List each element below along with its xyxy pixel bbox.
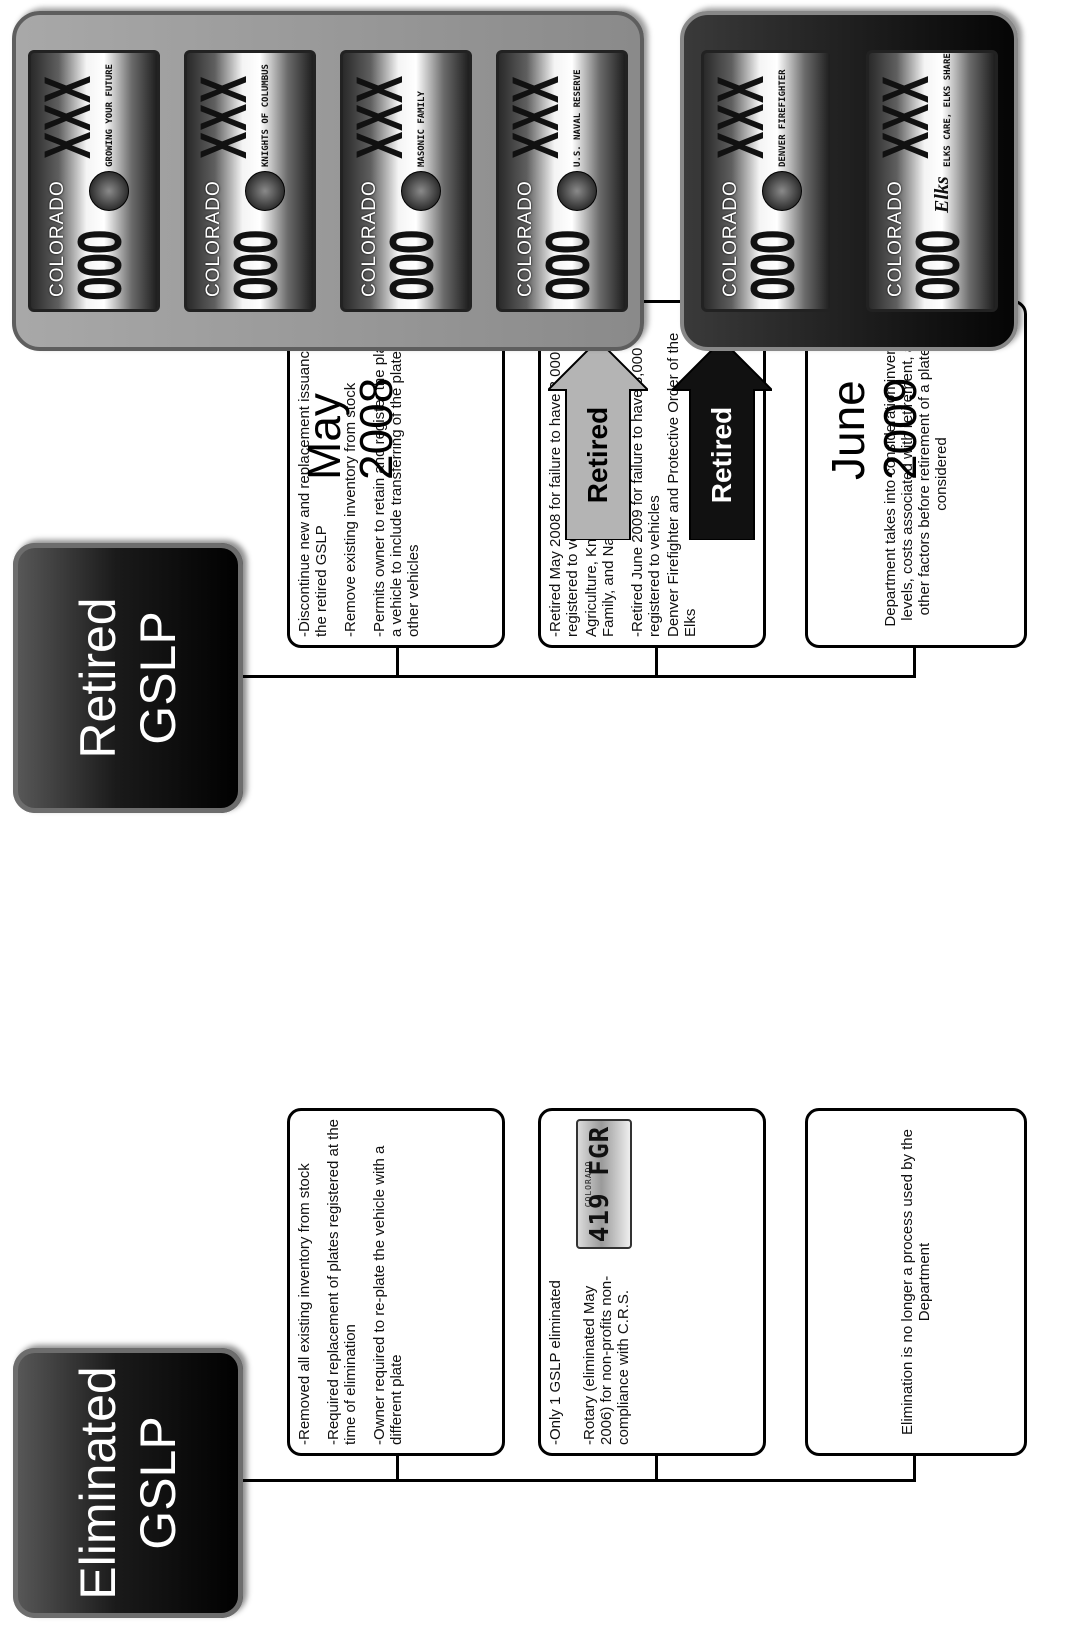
plate-suffix: XXX	[342, 75, 416, 159]
retired-title-line2: GSLP	[130, 611, 186, 745]
eliminated-box-status: Elimination is no longer a process used …	[805, 1108, 1027, 1456]
plate-number: 000	[903, 230, 973, 301]
retired-trunk-line	[243, 675, 916, 678]
eliminated-box-history: -Only 1 GSLP eliminated -Rotary (elimina…	[538, 1108, 766, 1456]
plate-number: 000	[378, 230, 447, 301]
plate-number: 000	[66, 230, 135, 301]
rotary-plate-image: COLORADO 419 FGR	[576, 1119, 632, 1249]
retired-title-line1: Retired	[70, 597, 126, 759]
plate-masonic-family: COLORADO 000 XXX MASONIC FAMILY	[340, 50, 472, 312]
plate-naval-reserve: COLORADO 000 XXX U.S. NAVAL RESERVE	[496, 50, 628, 312]
eliminated-effect-2: -Required replacement of plates register…	[325, 1118, 359, 1445]
rotary-text: -Rotary (eliminated May 2006) for non-pr…	[581, 1275, 632, 1445]
plate-emblem-icon	[557, 171, 597, 211]
plate-elks: COLORADO 000 Elks XXX ELKS CARE, ELKS SH…	[865, 50, 998, 312]
eliminated-trunk-line	[243, 1479, 916, 1482]
eliminated-status-text: Elimination is no longer a process used …	[899, 1129, 933, 1436]
plate-emblem-icon	[245, 171, 285, 211]
date-may-line1: May	[298, 393, 350, 480]
rotary-plate-number: 419 FGR	[585, 1125, 615, 1243]
eliminated-gslp-header: Eliminated GSLP	[13, 1348, 243, 1618]
retired-plates-2008-panel: COLORADO 000 XXX GROWING YOUR FUTURE COL…	[12, 11, 644, 351]
eliminated-only-one: -Only 1 GSLP eliminated	[547, 1280, 564, 1445]
retired-arrow-2008-label: Retired	[582, 406, 613, 504]
date-may-line2: 2008	[350, 377, 402, 480]
eliminated-branch-3	[913, 1456, 916, 1482]
plate-denver-firefighter: COLORADO 000 XXX DENVER FIREFIGHTER	[700, 50, 833, 312]
plate-knights-of-columbus: COLORADO 000 XXX KNIGHTS OF COLUMBUS	[184, 50, 316, 312]
plate-number: 000	[738, 230, 808, 301]
plate-suffix: XXX	[498, 75, 572, 159]
eliminated-branch-1	[396, 1456, 399, 1482]
date-june-line2: 2009	[874, 377, 926, 480]
date-june-line1: June	[822, 380, 874, 480]
plate-number: 000	[222, 230, 291, 301]
plate-emblem-icon	[401, 171, 441, 211]
eliminated-effect-1: -Removed all existing inventory from sto…	[296, 1163, 313, 1445]
plate-number: 000	[534, 230, 603, 301]
retired-branch-3	[913, 648, 916, 678]
plate-suffix: XXX	[702, 75, 777, 159]
plate-emblem-icon	[89, 171, 129, 211]
retired-arrow-2009: Retired	[669, 338, 775, 541]
eliminated-effect-3: -Owner required to re-plate the vehicle …	[371, 1145, 405, 1445]
retired-branch-2	[655, 648, 658, 678]
retired-arrow-2008: Retired	[545, 338, 651, 541]
plate-caption: MASONIC FAMILY	[417, 91, 427, 167]
eliminated-branch-2	[655, 1456, 658, 1482]
retired-gslp-header: Retired GSLP	[13, 543, 243, 813]
plate-suffix: XXX	[186, 75, 260, 159]
eliminated-title-line1: Eliminated	[70, 1366, 126, 1600]
date-june-2009: June 2009	[822, 378, 926, 480]
plate-growing-your-future: COLORADO 000 XXX GROWING YOUR FUTURE	[28, 50, 160, 312]
eliminated-title-line2: GSLP	[130, 1416, 186, 1550]
retired-branch-1	[396, 648, 399, 678]
plate-caption: U.S. NAVAL RESERVE	[573, 69, 583, 167]
date-may-2008: May 2008	[298, 378, 402, 480]
retired-arrow-2008-shape	[545, 338, 651, 541]
plate-suffix: XXX	[867, 75, 942, 159]
plate-caption: DENVER FIREFIGHTER	[777, 69, 788, 167]
retired-arrow-2009-shape	[669, 338, 775, 541]
plate-emblem-elks: Elks	[930, 176, 953, 213]
plate-caption: GROWING YOUR FUTURE	[105, 64, 115, 167]
plate-suffix: XXX	[30, 75, 104, 159]
plate-caption: ELKS CARE, ELKS SHARE	[942, 53, 953, 167]
plate-caption: KNIGHTS OF COLUMBUS	[261, 64, 271, 167]
rotary-row: -Rotary (eliminated May 2006) for non-pr…	[576, 1119, 632, 1445]
plate-emblem-icon	[761, 171, 802, 211]
retired-plates-2009-panel: COLORADO 000 XXX DENVER FIREFIGHTER COLO…	[680, 11, 1018, 351]
retired-arrow-2009-label: Retired	[706, 406, 737, 504]
eliminated-box-effects: -Removed all existing inventory from sto…	[287, 1108, 505, 1456]
